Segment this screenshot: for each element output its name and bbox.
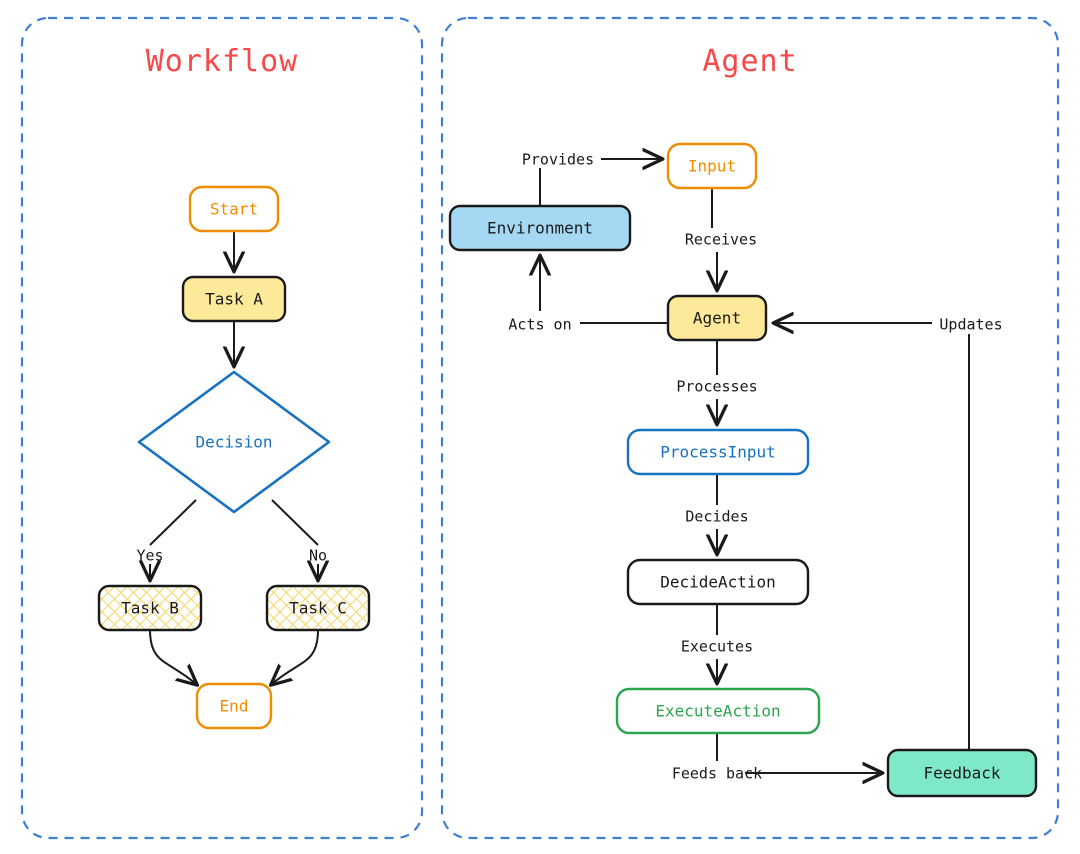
edge-label-receives: Receives [685,231,757,249]
node-label-task-c: Task C [289,599,347,618]
node-end[interactable]: End [195,682,273,730]
subgraph-agent [440,16,1060,840]
panel-title-workflow: Workflow [145,44,299,79]
edge-agent-environment: Acts on [508,257,668,334]
edge-label-acts-on: Acts on [508,316,571,334]
node-agent[interactable]: Agent [666,294,768,342]
edge-taskB-end [149,629,196,684]
node-label-environment: Environment [487,219,593,238]
edge-label-processes: Processes [676,378,757,396]
node-label-decideaction: DecideAction [660,573,776,592]
edge-processinput-decideaction: Decides [685,474,749,553]
edge-input-agent: Receives [685,188,757,289]
edge-label-feeds-back: Feeds back [672,765,762,783]
node-feedback[interactable]: Feedback [886,748,1038,798]
node-start[interactable]: Start [188,185,280,233]
edge-label-yes: Yes [136,547,163,565]
node-executeaction[interactable]: ExecuteAction [615,687,821,735]
node-label-task-b: Task B [121,599,179,618]
edge-feedback-agent: Updates [775,316,1003,750]
edge-label-executes: Executes [681,638,753,656]
node-environment[interactable]: Environment [448,204,632,252]
edge-taskC-end [272,629,319,684]
node-processinput[interactable]: ProcessInput [626,428,810,476]
panel-title-agent: Agent [702,44,798,79]
node-label-processinput: ProcessInput [660,443,776,462]
edge-executeaction-feedback: Feeds back [672,733,881,783]
edge-agent-processinput: Processes [676,340,758,423]
node-label-start: Start [210,200,258,219]
node-label-decision: Decision [195,433,272,452]
edge-label-decides: Decides [685,508,748,526]
node-label-input: Input [688,157,736,176]
node-decision[interactable]: Decision [137,370,331,514]
edge-label-updates: Updates [939,316,1002,334]
node-label-executeaction: ExecuteAction [655,702,780,721]
edge-decision-taskC: No [271,499,327,579]
node-task-b[interactable]: Task B [97,584,203,632]
node-label-task-a: Task A [205,290,263,309]
node-label-feedback: Feedback [923,764,1000,783]
edge-decideaction-executeaction: Executes [681,604,753,682]
node-decideaction[interactable]: DecideAction [626,558,810,606]
node-label-agent: Agent [693,309,741,328]
edge-label-provides: Provides [522,151,594,169]
subgraph-workflow [20,16,424,840]
node-input[interactable]: Input [666,142,758,190]
edge-label-no: No [309,547,327,565]
node-label-end: End [220,697,249,716]
edge-decision-taskB: Yes [136,499,197,579]
edge-environment-input: Provides [522,151,661,206]
node-task-a[interactable]: Task A [181,275,287,323]
node-task-c[interactable]: Task C [265,584,371,632]
